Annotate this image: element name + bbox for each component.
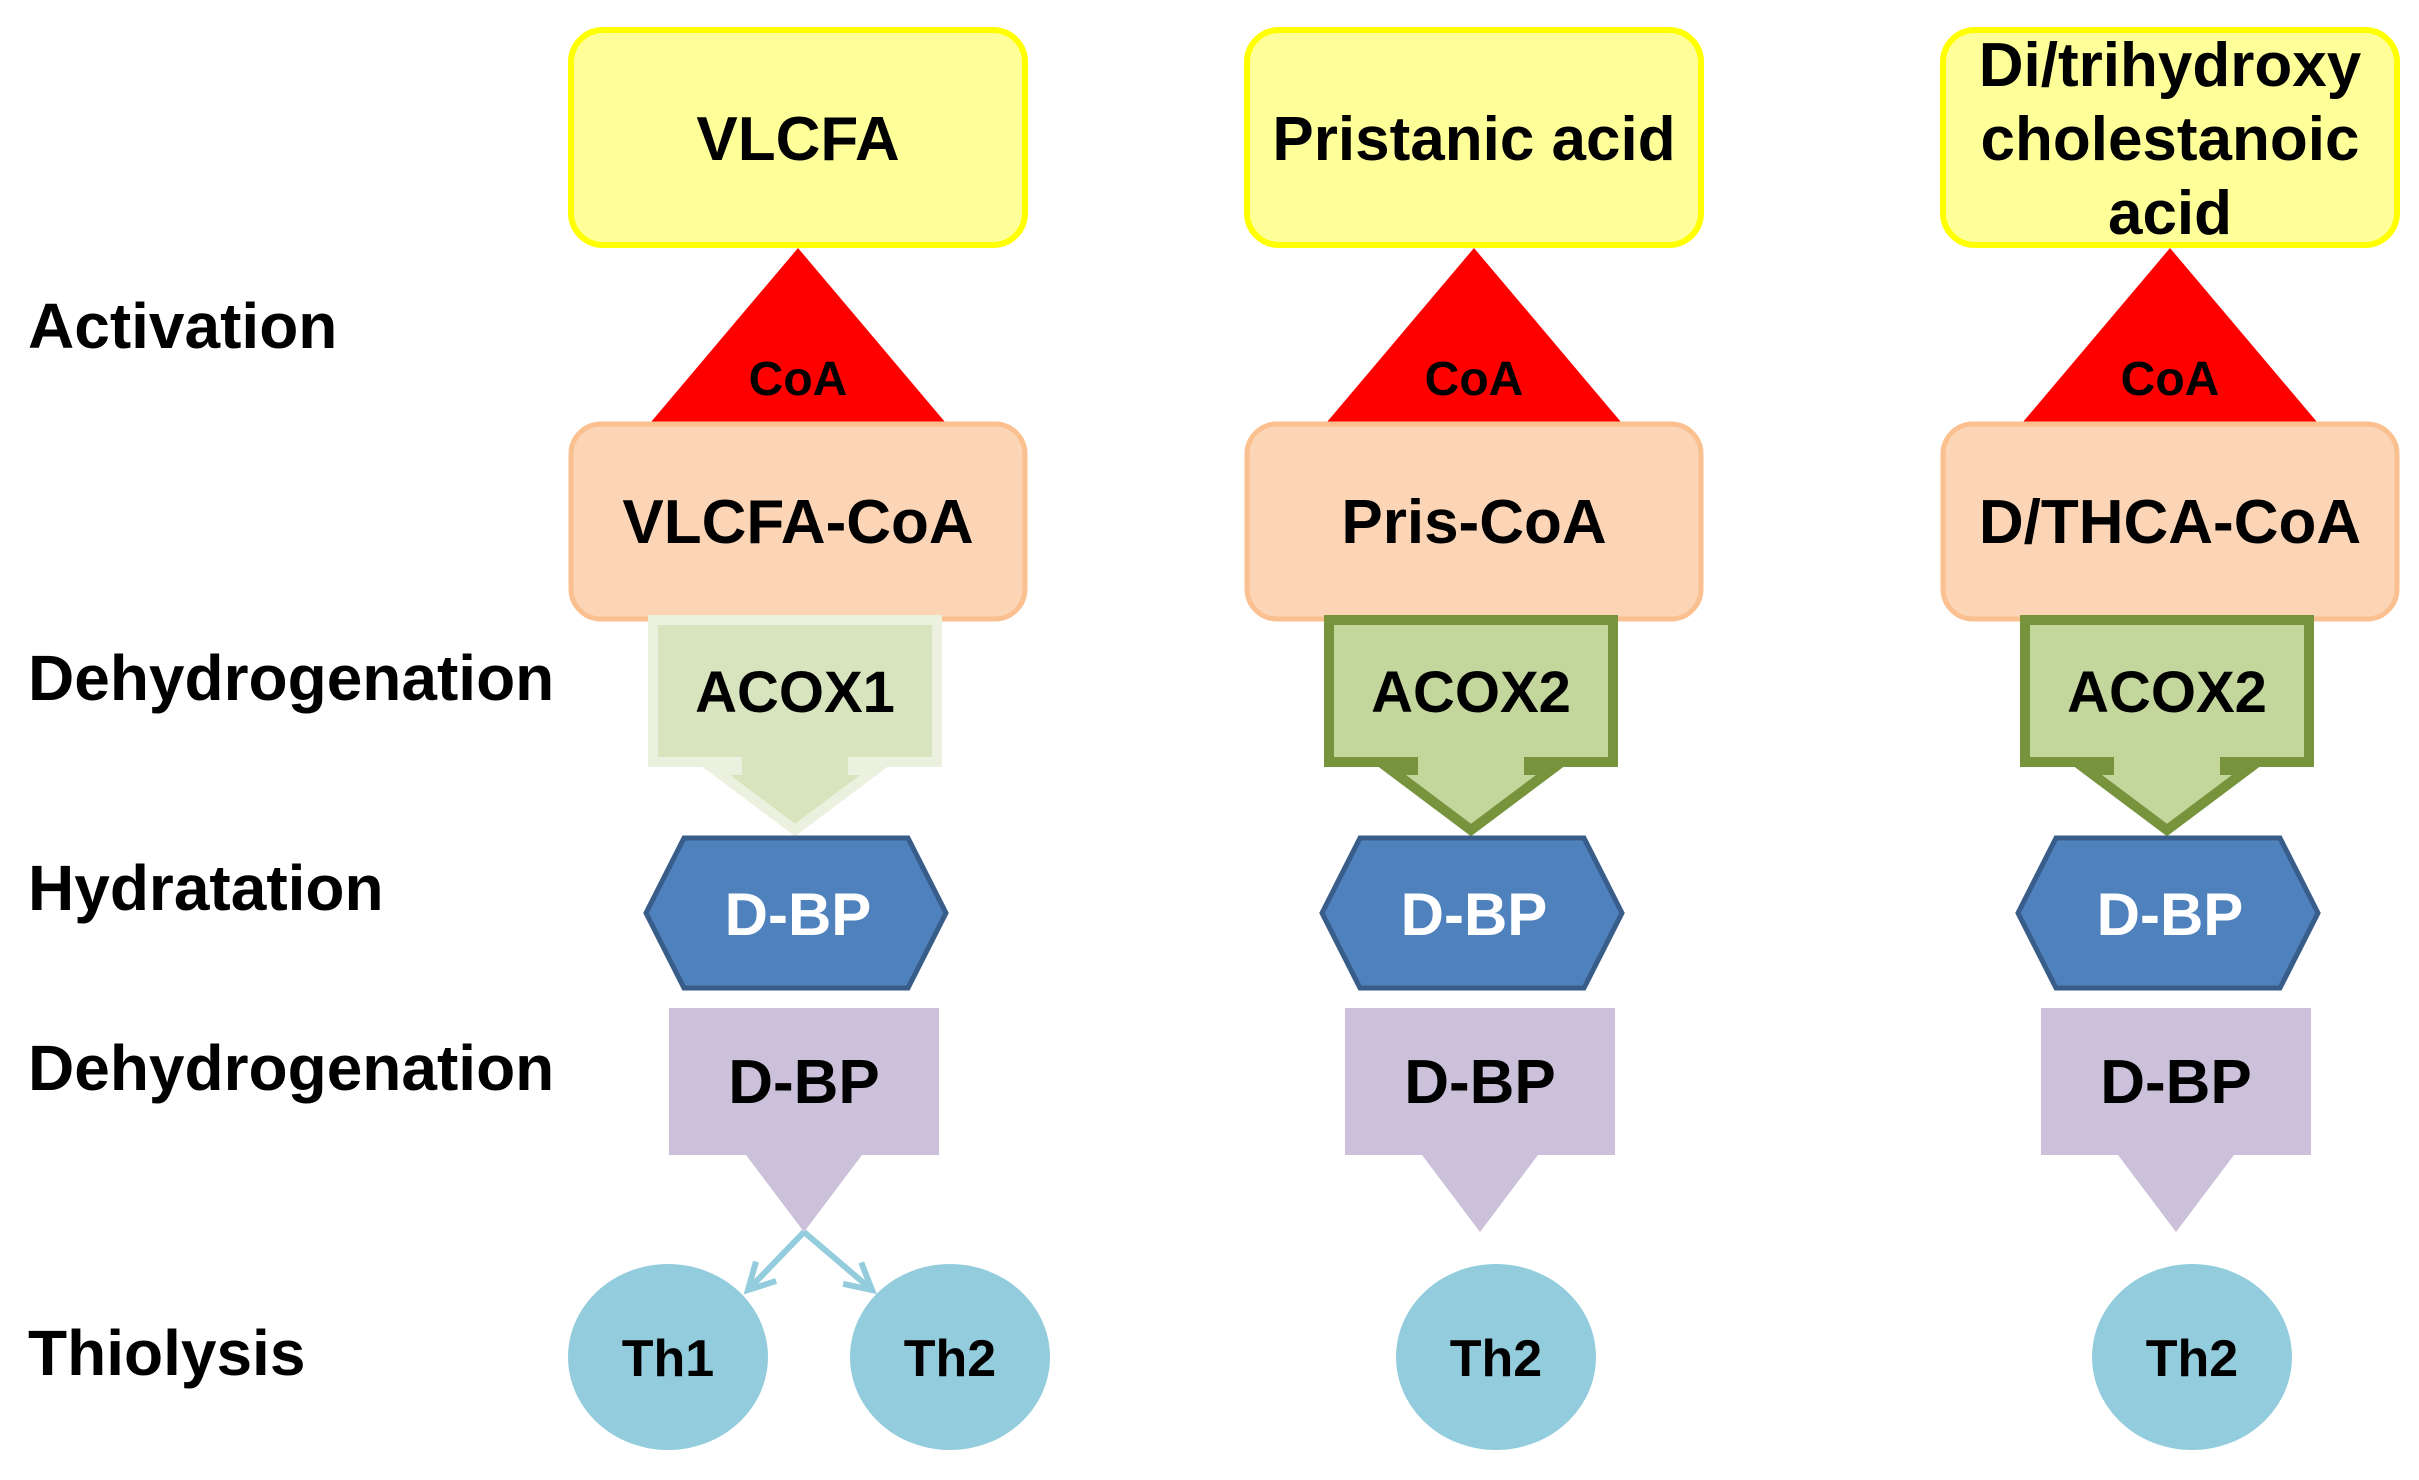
hydratase-hexagon [643,835,949,991]
substrate-label: cholestanoic [1981,105,2360,174]
oxidase-label: ACOX2 [2067,660,2267,725]
dehydrogenase-arrow [1345,1008,1615,1232]
dehydrogenase-arrow [2041,1008,2311,1232]
step-labels: Activation Dehydrogenation Hydratation D… [28,290,554,1389]
thiolase-label: Th2 [1450,1330,1542,1388]
dehydrogenase-label: D-BP [728,1048,880,1117]
hydratase-hexagon [2015,835,2321,991]
thiolase-ellipse [568,1264,768,1450]
oxidase-arrow [648,615,942,837]
oxidase-arrow [1324,615,1618,837]
thiolase-label: Th2 [2146,1330,2238,1388]
branch-arrowhead [842,1261,877,1295]
thiolase-ellipse [2092,1264,2292,1450]
oxidase-label: ACOX2 [1371,660,1571,725]
substrate-label: acid [2108,179,2232,248]
dehydrogenase-label: D-BP [1404,1048,1556,1117]
substrate-label: Pristanic acid [1272,105,1675,174]
coa-label: CoA [749,353,848,406]
step-label-dehydrogenation-1: Dehydrogenation [28,642,554,714]
oxidase-arrow [2020,615,2314,837]
coa-triangle [651,248,945,422]
substrate-box [1244,27,1704,248]
step-label-hydratation: Hydratation [28,852,384,924]
coa-label: CoA [1425,353,1524,406]
coa-label: CoA [2121,353,2220,406]
thiolase-ellipse [850,1264,1050,1450]
step-label-thiolysis: Thiolysis [28,1317,305,1389]
acyl-coa-label: D/THCA-CoA [1979,488,2361,557]
thiolase-ellipse [1396,1264,1596,1450]
dehydrogenase-arrow [669,1008,939,1232]
hydratase-hexagon [1319,835,1625,991]
substrate-box [1940,27,2400,248]
acyl-coa-label: Pris-CoA [1341,488,1606,557]
thiolase-label: Th2 [904,1330,996,1388]
step-label-dehydrogenation-2: Dehydrogenation [28,1032,554,1104]
branch-arrow-line [745,1229,807,1293]
hydratase-label: D-BP [2097,881,2244,948]
branch-arrow-line [802,1229,874,1293]
hydratase-label: D-BP [725,881,872,948]
coa-triangle [1327,248,1621,422]
coa-triangle [2023,248,2317,422]
step-label-activation: Activation [28,290,337,362]
substrate-box [568,27,1028,248]
dehydrogenase-label: D-BP [2100,1048,2252,1117]
thiolase-label: Th1 [622,1330,714,1388]
substrate-label: Di/trihydroxy [1979,31,2362,100]
oxidase-label: ACOX1 [695,660,895,725]
acyl-coa-label: VLCFA-CoA [622,488,973,557]
branch-arrowhead [743,1260,778,1295]
hydratase-label: D-BP [1401,881,1548,948]
substrate-label: VLCFA [696,105,899,174]
